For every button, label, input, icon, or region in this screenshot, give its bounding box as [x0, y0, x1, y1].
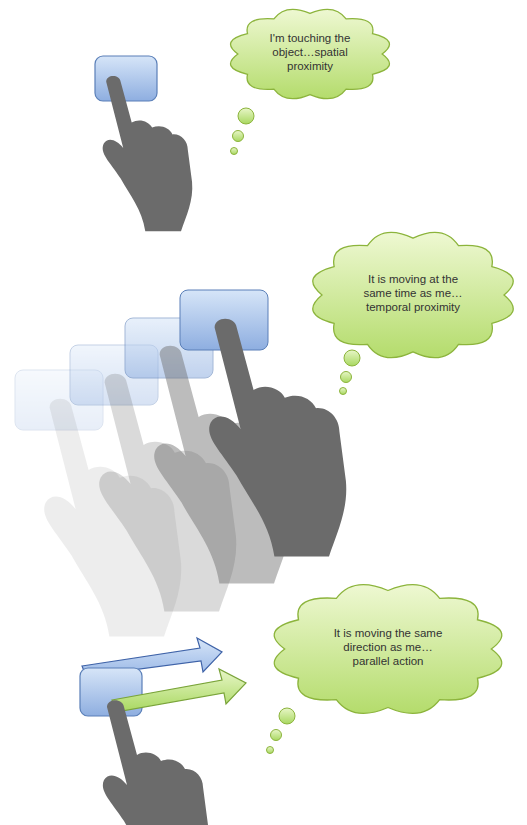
thought-cloud: I'm touching the object…spatial proximit… [222, 2, 398, 106]
cloud-text: I'm touching the object…spatial proximit… [258, 31, 362, 73]
cloud-text: It is moving at the same time as me…temp… [354, 272, 472, 314]
hand [103, 700, 208, 825]
motion-trail [15, 290, 346, 636]
object-square [95, 56, 157, 101]
thought-cloud: It is moving the same direction as me…pa… [262, 574, 514, 724]
thought-cloud: It is moving at the same time as me…temp… [302, 222, 524, 368]
hand [103, 76, 193, 231]
cloud-text: It is moving the same direction as me…pa… [328, 626, 448, 668]
thought-bubbles [267, 708, 296, 754]
thought-bubbles [231, 108, 255, 155]
thought-bubbles [340, 350, 361, 395]
finger-direction-arrow [112, 669, 246, 712]
